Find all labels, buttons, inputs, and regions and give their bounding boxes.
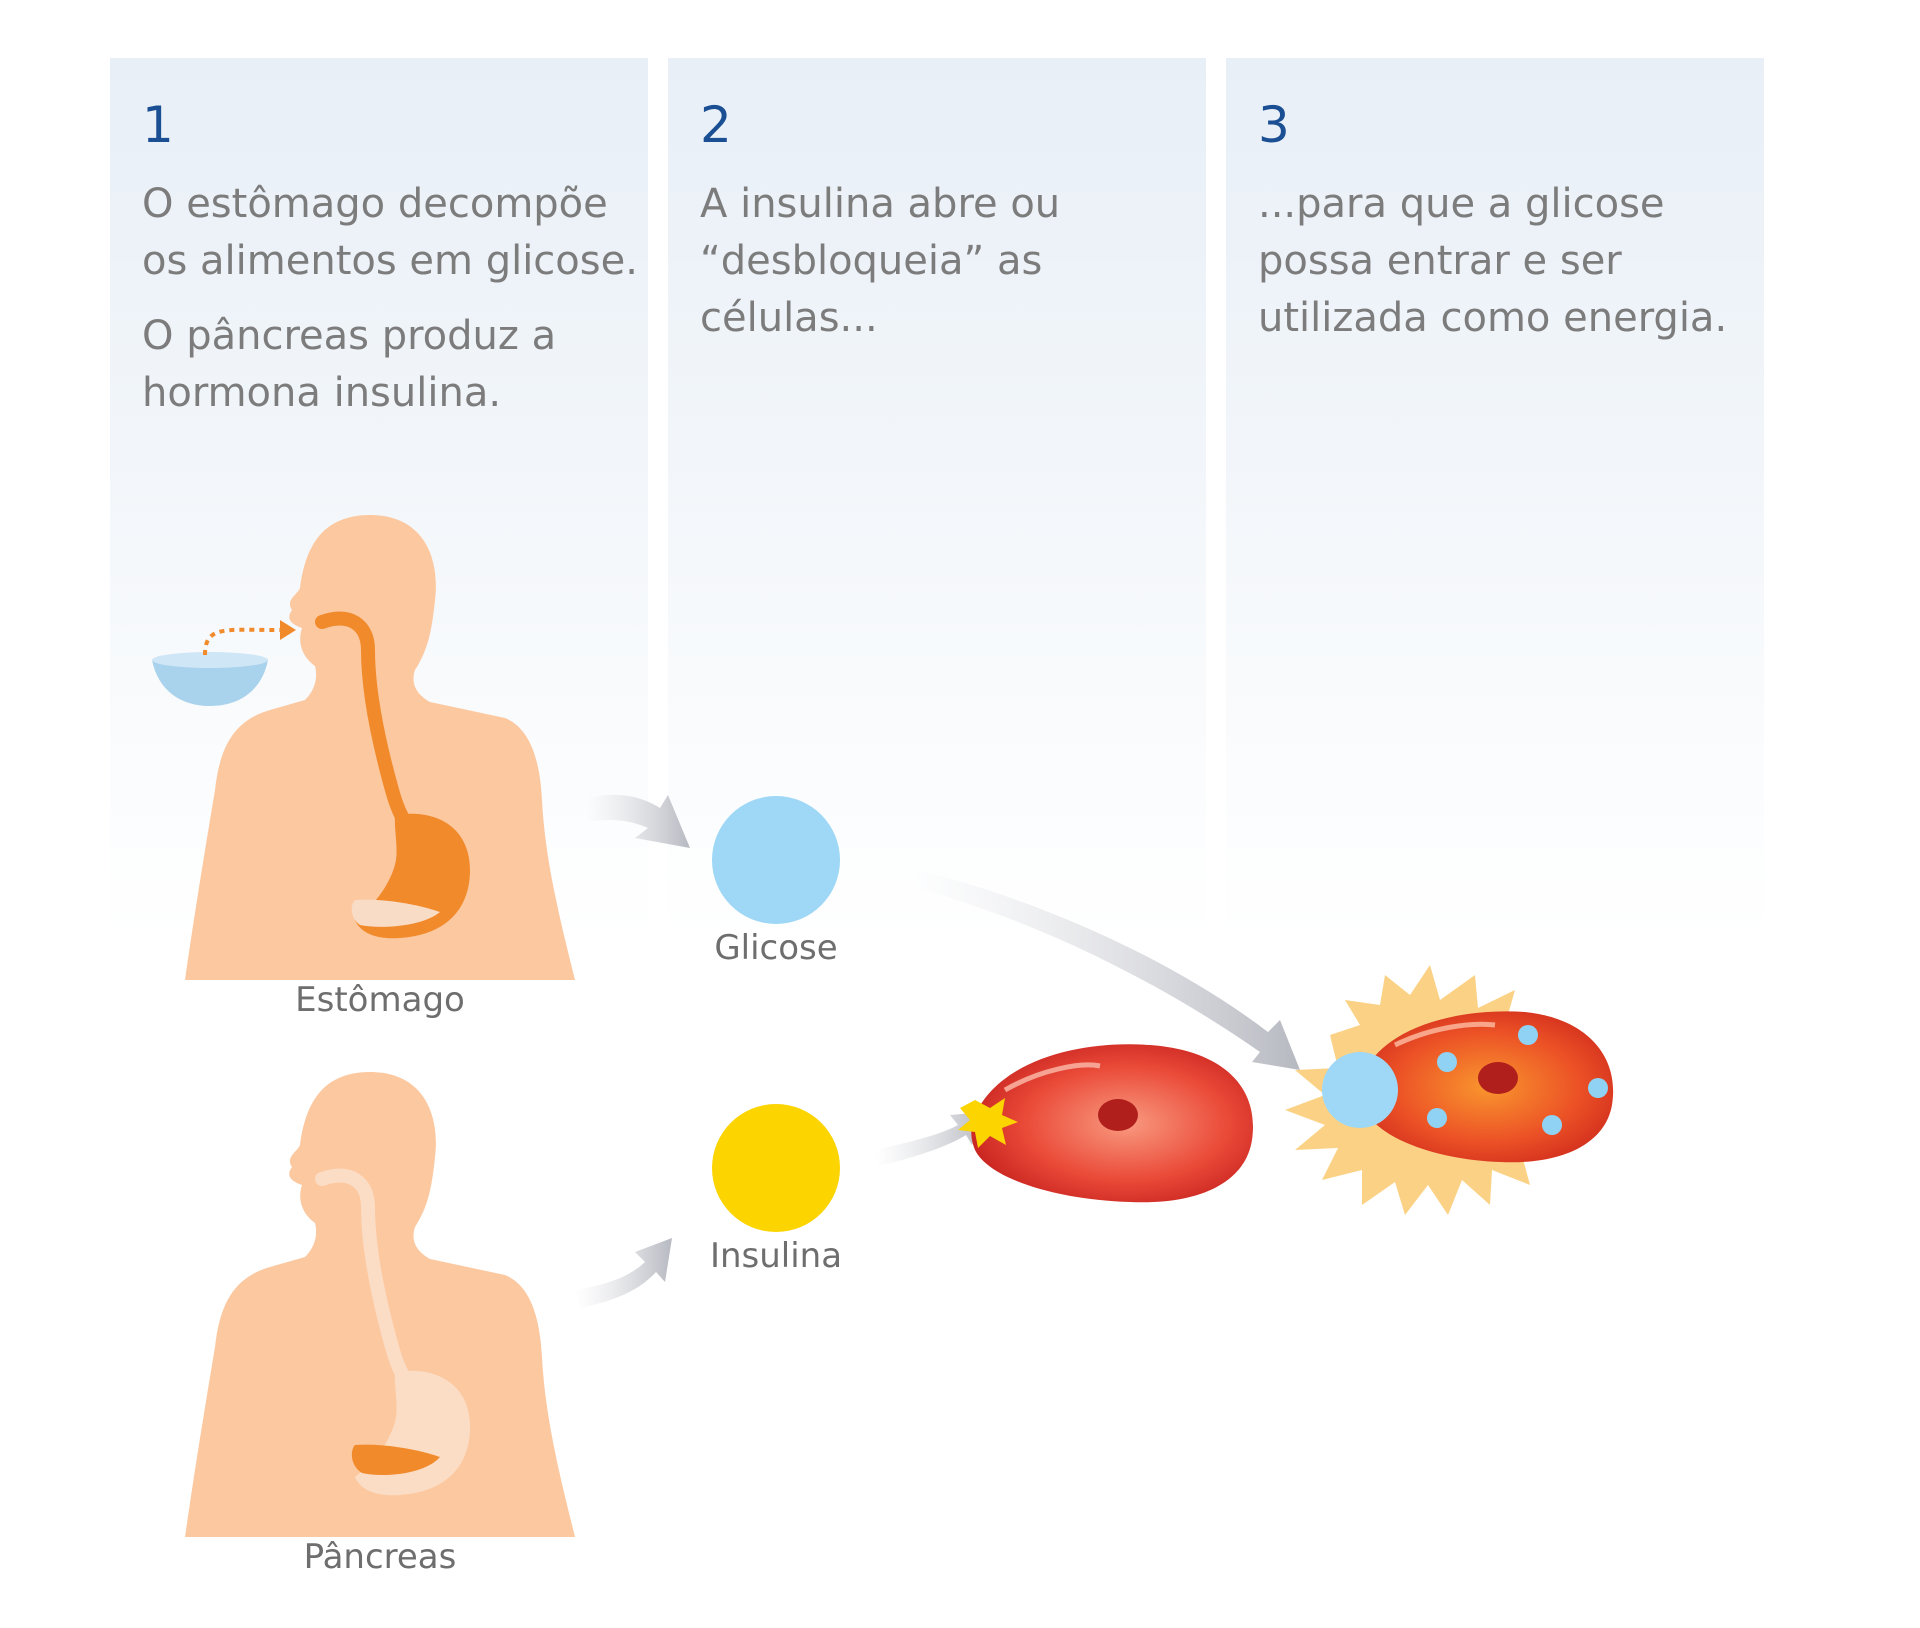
stomach-figure: [152, 515, 575, 980]
arrow-pancreas-to-insulin: [575, 1238, 672, 1308]
glucose-dot-2: [1518, 1025, 1538, 1045]
glucose-dot-5: [1542, 1115, 1562, 1135]
glucose-dot-4: [1427, 1108, 1447, 1128]
cell-nucleus-2: [1478, 1062, 1518, 1094]
step-1-paragraph-2: O pâncreas produz a hormona insulina.: [142, 313, 557, 416]
food-arrow-icon: [203, 627, 281, 656]
step-1-paragraph-1: O estômago decompõe os alimentos em glic…: [142, 181, 638, 284]
insulin-burst: [958, 1098, 1018, 1148]
bowl-icon: [152, 660, 268, 706]
flow-arrows: [575, 794, 1300, 1308]
glucose-molecule: [712, 796, 840, 924]
arrow-stomach-to-glucose: [585, 794, 690, 848]
insulin-molecule: [712, 1104, 840, 1232]
step-3-paragraph-1: ...para que a glicose possa entrar e ser…: [1258, 181, 1728, 341]
step-1-number: 1: [142, 96, 174, 154]
pancreas-organ: [351, 1444, 440, 1476]
step-2-number: 2: [700, 96, 732, 154]
step-1-text: O estômago decompõe os alimentos em glic…: [142, 176, 642, 440]
cell-nucleus-1: [1098, 1099, 1138, 1131]
step-2-text: A insulina abre ou “desbloqueia” as célu…: [700, 176, 1200, 365]
esophagus-2: [315, 1168, 419, 1394]
step-3-number: 3: [1258, 96, 1290, 154]
step-3-panel: 3 ...para que a glicose possa entrar e s…: [1226, 58, 1764, 938]
step-3-text: ...para que a glicose possa entrar e ser…: [1258, 176, 1758, 365]
cell-locked: [958, 1044, 1254, 1203]
arrow-glucose-to-cell: [915, 870, 1300, 1070]
glucose-dot-3: [1588, 1078, 1608, 1098]
arrow-insulin-to-cell: [875, 1112, 985, 1166]
cell-energized: [1285, 965, 1614, 1215]
step-2-paragraph-1: A insulina abre ou “desbloqueia” as célu…: [700, 181, 1061, 341]
glucose-label: Glicose: [714, 928, 838, 968]
glucose-entering: [1322, 1052, 1398, 1128]
glucose-dot-1: [1437, 1052, 1457, 1072]
pancreas-faded-1: [351, 899, 440, 927]
pancreas-label: Pâncreas: [303, 1537, 457, 1577]
stomach-label: Estômago: [295, 980, 465, 1020]
esophagus-1: [315, 611, 419, 837]
insulin-label: Insulina: [709, 1236, 843, 1276]
pancreas-figure: [185, 1072, 575, 1537]
step-2-panel: 2 A insulina abre ou “desbloqueia” as cé…: [668, 58, 1206, 938]
